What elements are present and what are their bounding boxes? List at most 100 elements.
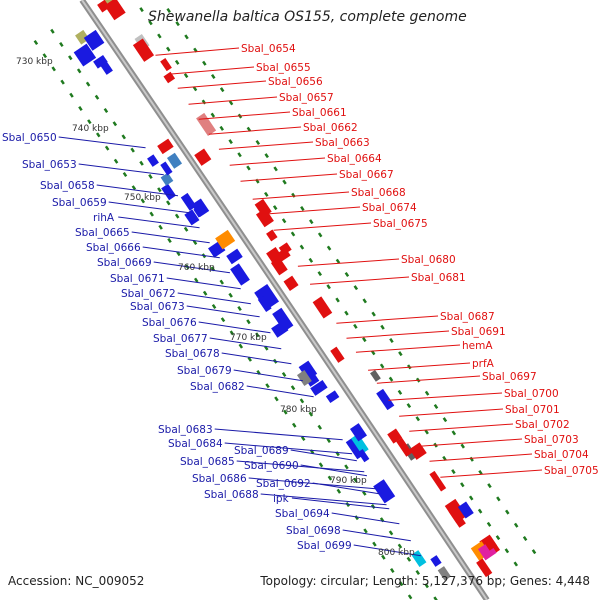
tick-mark bbox=[281, 218, 287, 224]
left-label-connector bbox=[233, 369, 303, 382]
tick-mark bbox=[318, 462, 324, 468]
tick-mark bbox=[468, 495, 474, 501]
left-label-connector bbox=[260, 493, 387, 506]
tick-mark bbox=[237, 152, 242, 158]
right-gene-label: prfA bbox=[472, 358, 495, 370]
tick-mark bbox=[308, 411, 314, 417]
right-label-connector bbox=[336, 315, 439, 324]
tick-mark bbox=[371, 311, 376, 317]
tick-mark bbox=[166, 200, 171, 206]
tick-mark bbox=[202, 60, 207, 66]
gene-feature bbox=[97, 0, 110, 13]
tick-mark bbox=[442, 417, 448, 423]
tick-mark bbox=[522, 535, 528, 541]
left-label-connector bbox=[224, 442, 353, 455]
right-label-connector bbox=[252, 191, 350, 200]
tick-mark bbox=[379, 363, 385, 369]
tick-mark bbox=[326, 245, 332, 251]
tick-mark bbox=[353, 285, 359, 291]
gene-feature bbox=[271, 320, 289, 338]
gene-feature bbox=[257, 296, 272, 313]
left-gene-label: Sbal_0686 bbox=[192, 473, 247, 485]
left-label-connector bbox=[142, 246, 220, 259]
tick-mark bbox=[33, 39, 39, 45]
tick-mark bbox=[202, 290, 208, 296]
feature-layer bbox=[73, 0, 501, 581]
right-label-connector bbox=[346, 330, 450, 339]
tick-mark bbox=[344, 271, 350, 277]
left-gene-label: Sbal_0673 bbox=[130, 301, 185, 313]
tick-mark bbox=[246, 126, 252, 132]
gene-feature bbox=[93, 54, 108, 69]
gene-feature bbox=[160, 161, 173, 176]
tick-mark bbox=[166, 7, 171, 13]
right-label-connector bbox=[429, 453, 533, 462]
tick-mark bbox=[299, 244, 305, 250]
left-gene-label: Sbal_0689 bbox=[234, 445, 289, 457]
tick-mark bbox=[122, 171, 128, 177]
left-gene-label: Sbal_0653 bbox=[22, 159, 77, 171]
tick-mark bbox=[372, 541, 377, 547]
gene-feature bbox=[161, 183, 177, 201]
right-gene-label: Sbal_0656 bbox=[268, 76, 323, 88]
label-connector-layer bbox=[58, 47, 543, 557]
right-label-connector bbox=[310, 276, 410, 285]
tick-mark bbox=[317, 271, 323, 277]
tick-mark bbox=[130, 147, 135, 153]
gene-feature bbox=[349, 423, 368, 442]
tick-mark bbox=[113, 158, 119, 164]
tick-mark bbox=[42, 53, 48, 59]
kbp-tick-label: 800 kbp bbox=[378, 548, 415, 558]
tick-mark bbox=[486, 521, 492, 527]
gene-feature bbox=[194, 148, 212, 166]
tick-mark bbox=[68, 55, 73, 61]
gene-feature bbox=[457, 501, 474, 519]
gene-feature bbox=[160, 172, 174, 186]
left-gene-label: rihA bbox=[93, 212, 115, 224]
tick-mark bbox=[353, 477, 358, 483]
gene-feature bbox=[83, 29, 105, 51]
left-label-connector bbox=[214, 428, 343, 441]
tick-mark bbox=[308, 257, 314, 263]
tick-mark bbox=[283, 409, 288, 415]
gene-feature bbox=[370, 369, 381, 382]
gene-feature bbox=[255, 208, 274, 228]
tick-mark bbox=[50, 28, 55, 34]
left-label-connector bbox=[221, 352, 292, 365]
left-gene-label: Sbal_0666 bbox=[86, 242, 141, 254]
left-gene-label: Sbal_0690 bbox=[244, 460, 299, 472]
gene-feature bbox=[351, 433, 369, 455]
kbp-tick-label: 760 kbp bbox=[178, 263, 215, 273]
gene-feature bbox=[476, 558, 493, 578]
left-gene-label: Sbal_0669 bbox=[97, 257, 152, 269]
tick-mark bbox=[290, 385, 296, 391]
left-label-connector bbox=[58, 136, 146, 149]
tick-mark bbox=[513, 522, 519, 528]
tick-mark bbox=[272, 205, 278, 211]
left-label-connector bbox=[186, 305, 260, 318]
gene-feature bbox=[373, 479, 396, 504]
right-label-connector bbox=[229, 157, 326, 166]
tick-mark bbox=[148, 173, 153, 179]
tick-mark bbox=[433, 596, 438, 600]
tick-mark bbox=[176, 251, 181, 257]
tick-mark bbox=[183, 226, 189, 232]
tick-mark bbox=[397, 543, 403, 549]
tick-mark bbox=[112, 121, 118, 127]
left-gene-label: Sbal_0688 bbox=[204, 489, 259, 501]
tick-mark bbox=[255, 139, 261, 145]
right-label-connector bbox=[355, 344, 461, 353]
gene-feature bbox=[312, 296, 333, 319]
gene-feature bbox=[448, 507, 466, 528]
right-gene-label: Sbal_0654 bbox=[241, 43, 296, 55]
tick-mark bbox=[477, 508, 483, 514]
tick-mark bbox=[281, 371, 287, 377]
kbp-tick-label: 790 kbp bbox=[330, 476, 367, 486]
right-label-connector bbox=[240, 173, 338, 182]
tick-mark bbox=[78, 105, 83, 111]
left-label-connector bbox=[236, 460, 365, 473]
tick-mark bbox=[246, 319, 251, 325]
right-gene-label: Sbal_0681 bbox=[411, 272, 466, 284]
tick-mark bbox=[148, 20, 153, 26]
right-label-connector bbox=[188, 96, 278, 105]
